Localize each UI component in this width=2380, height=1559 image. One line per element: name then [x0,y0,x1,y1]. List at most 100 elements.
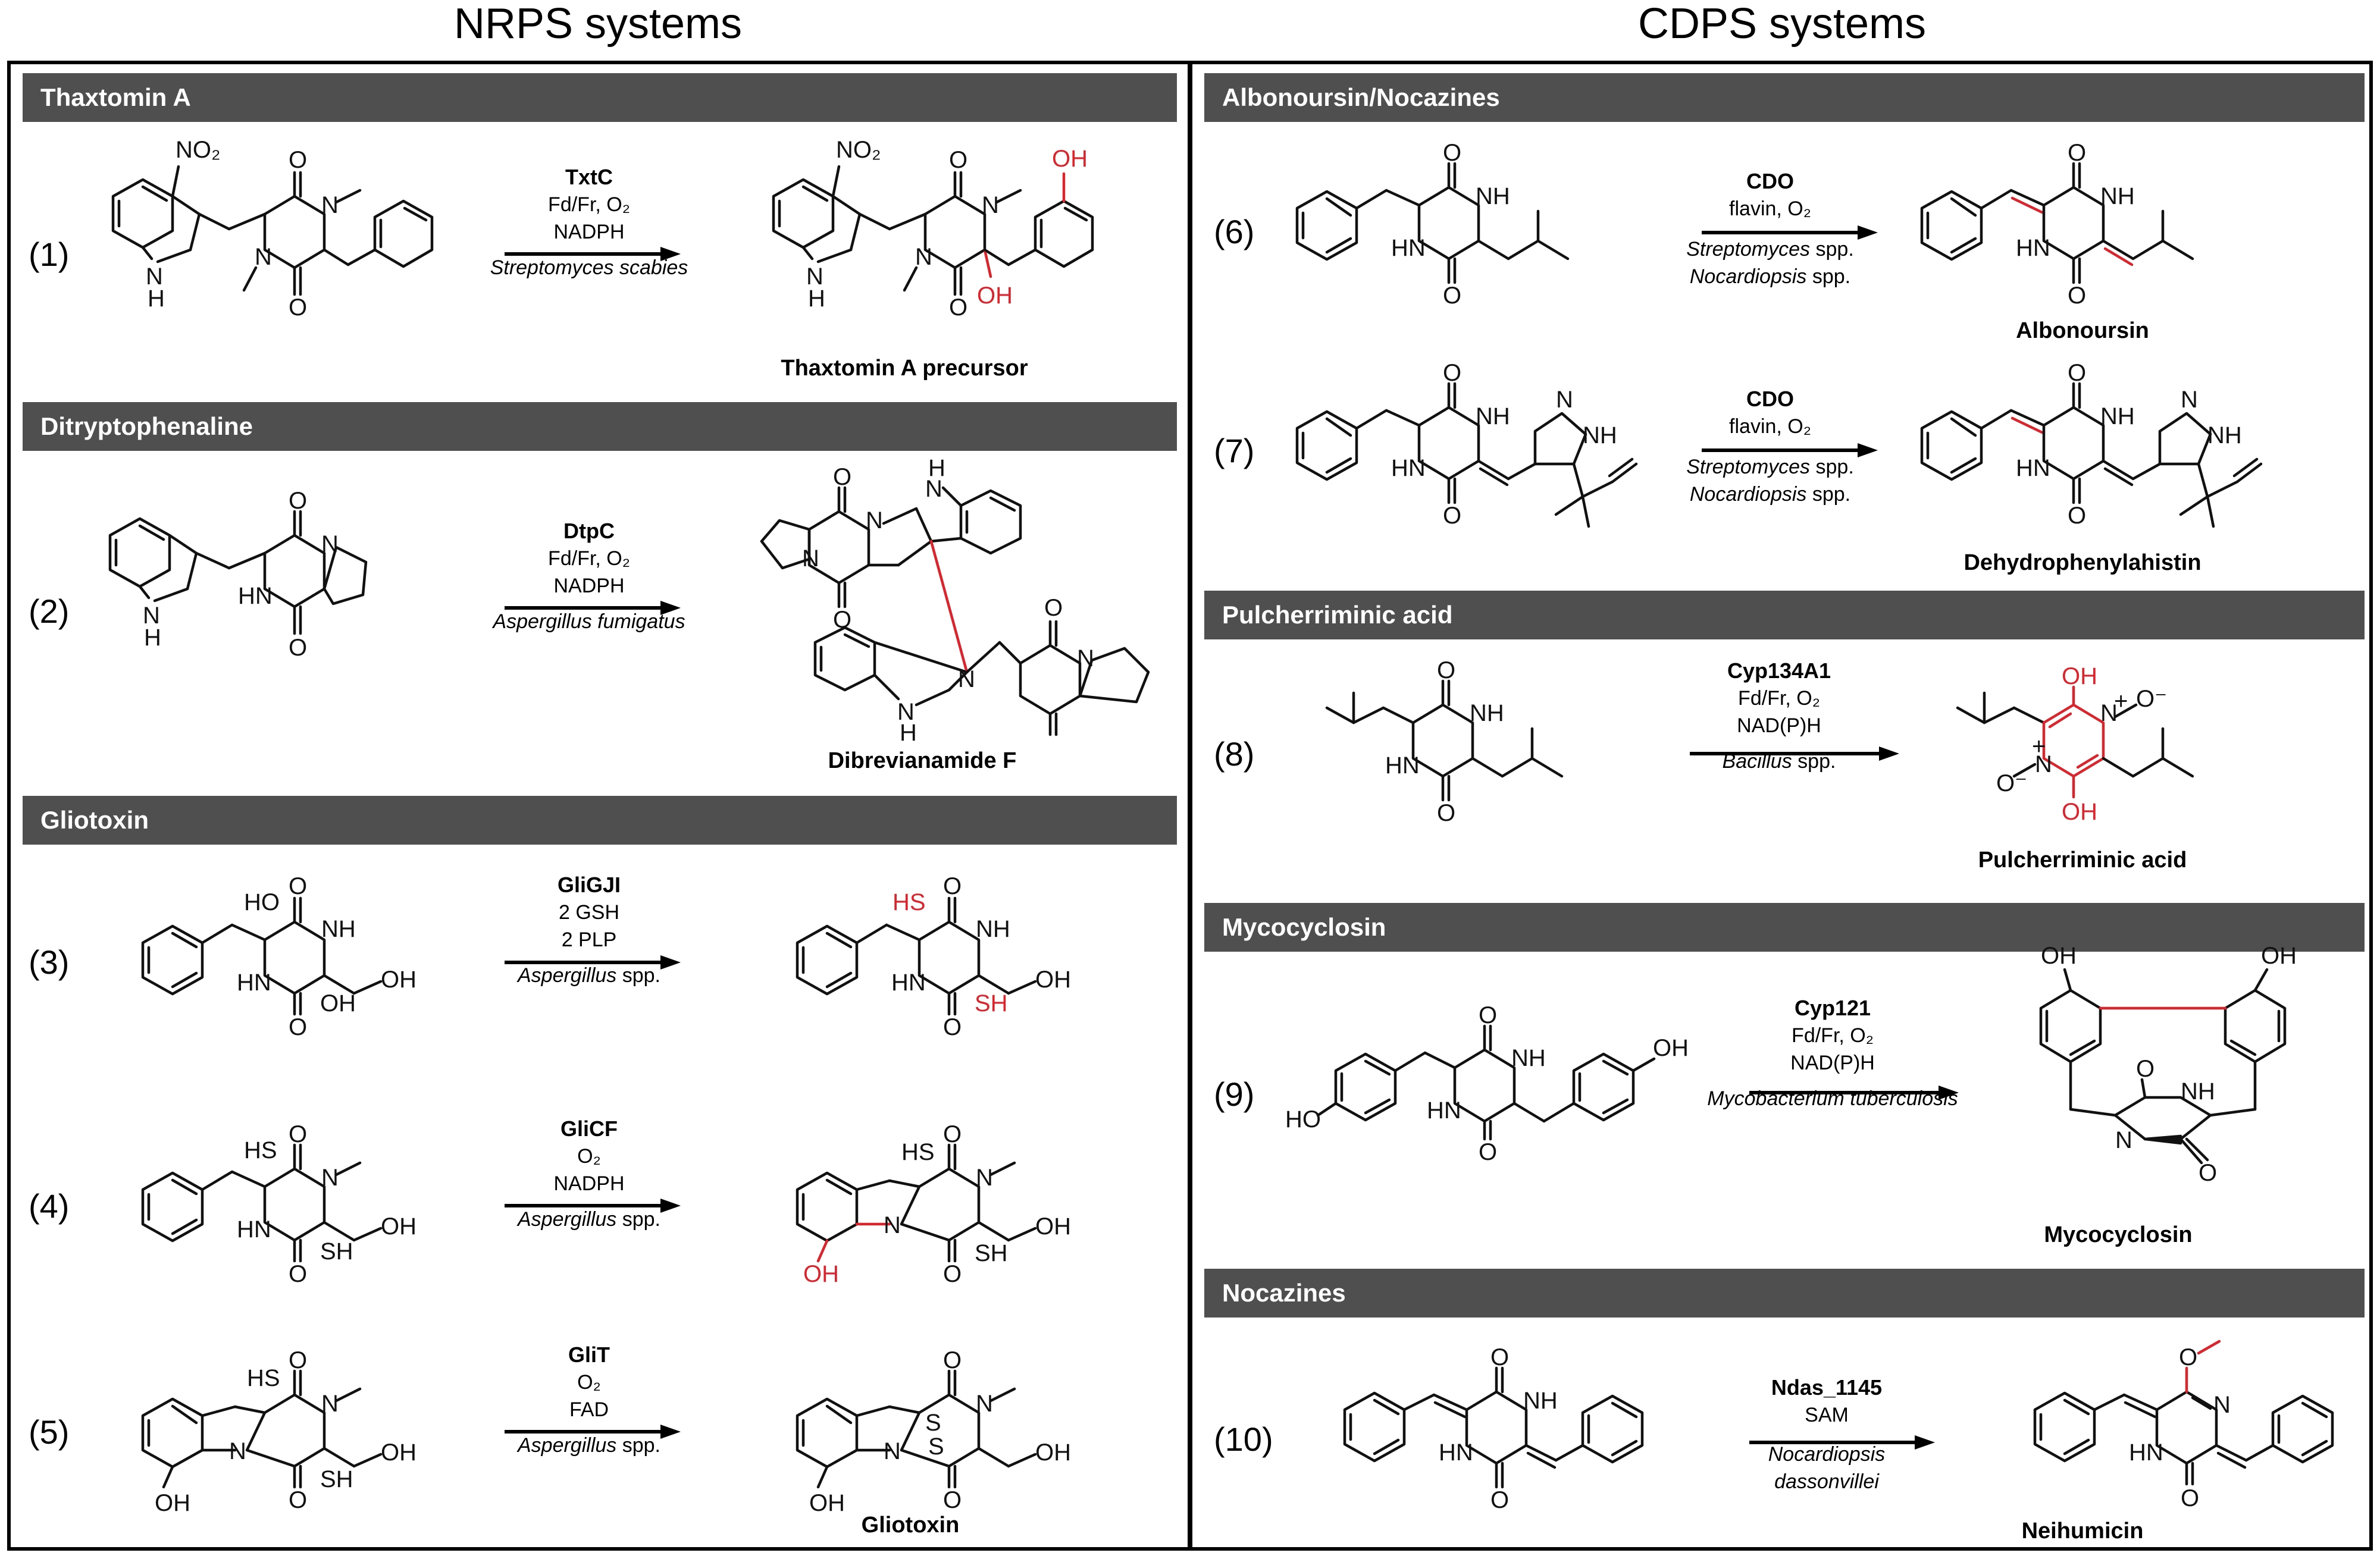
section-header-pulcherriminic: Pulcherriminic acid [1204,591,2365,639]
svg-text:O: O [1490,1487,1509,1513]
svg-text:N: N [976,1391,993,1417]
svg-text:N: N [321,531,339,557]
reaction-number: (6) [1214,213,1255,250]
svg-text:S: S [928,1433,944,1460]
reaction-number: (4) [29,1187,70,1225]
reaction-conditions: GliGJI 2 GSH 2 PLP Aspergillus spp. [494,871,684,989]
enzyme-label: Cyp134A1 [1727,658,1831,683]
svg-text:O: O [1437,800,1455,826]
product-label: Gliotoxin [861,1513,960,1538]
cofactor-label: NADPH [553,221,625,243]
svg-text:OH: OH [381,967,416,993]
svg-text:OH: OH [809,1490,845,1516]
structure-8-product: OH OH N+ O⁻ N+ O⁻ [1956,663,2194,825]
svg-text:N: N [915,244,932,270]
section-header-nocazines: Nocazines [1204,1269,2365,1318]
cofactor-label: Fd/Fr, O₂ [548,193,630,216]
svg-text:HN: HN [2016,455,2050,481]
section-header-mycocyclosin: Mycocyclosin [1204,903,2365,952]
organism-label: Nocardiopsis spp. [1689,483,1851,506]
svg-text:O: O [289,1014,307,1040]
svg-text:O: O [289,873,307,899]
svg-text:O: O [289,635,307,661]
reaction-arrow [505,955,681,970]
cofactor-label: flavin, O₂ [1729,415,1811,438]
structure-2-substrate: NH O O NHN [108,488,368,661]
reaction-conditions: GliT O₂ FAD Aspergillus spp. [494,1341,684,1459]
enzyme-label: TxtC [565,165,613,189]
svg-text:N: N [866,507,883,534]
svg-text:SH: SH [320,1466,353,1492]
svg-text:O: O [1044,595,1063,621]
reaction-conditions: DtpC Fd/Fr, O₂ NADPH Aspergillus fumigat… [485,517,693,635]
svg-text:OH: OH [2261,943,2297,969]
svg-text:HN: HN [1391,455,1426,481]
svg-text:O: O [1479,1002,1497,1028]
svg-text:NH: NH [2100,403,2135,429]
svg-text:N: N [2181,387,2198,413]
reaction-number: (5) [29,1413,70,1451]
reaction-number: (1) [29,236,70,273]
svg-text:O: O [289,1487,307,1513]
svg-text:O⁻: O⁻ [2136,686,2167,712]
svg-text:NH: NH [1523,1388,1558,1414]
svg-text:O: O [2068,503,2086,529]
svg-text:SH: SH [975,990,1008,1017]
svg-text:OH: OH [1052,146,1088,172]
svg-text:N: N [321,1165,339,1191]
structure-1-product: NO₂ NH O O N N OH OH [772,137,1094,321]
svg-text:NH: NH [2207,422,2242,448]
svg-text:OH: OH [1035,967,1071,993]
reaction-conditions: Cyp134A1 Fd/Fr, O₂ NAD(P)H Bacillus spp. [1684,657,1874,775]
svg-text:HN: HN [2129,1439,2163,1466]
reaction-arrow [505,601,681,615]
svg-text:HS: HS [901,1139,935,1165]
svg-text:N: N [802,545,819,572]
cofactor-label: flavin, O₂ [1729,197,1811,220]
svg-text:NH: NH [1476,183,1510,209]
product-label: Pulcherriminic acid [1978,848,2187,873]
enzyme-label: CDO [1746,387,1794,411]
reaction-arrow [1702,443,1878,457]
svg-text:NH: NH [1511,1045,1546,1071]
product-label: Dibrevianamide F [828,748,1017,773]
svg-text:O: O [833,464,851,490]
svg-text:HN: HN [238,583,273,609]
svg-text:O: O [943,873,962,899]
reaction-arrow [505,247,681,261]
section-header-albonoursin: Albonoursin/Nocazines [1204,73,2365,122]
enzyme-label: Ndas_1145 [1771,1375,1883,1400]
svg-text:O: O [943,1487,962,1513]
svg-text:N: N [321,1391,339,1417]
svg-text:OH: OH [381,1439,416,1466]
svg-text:O: O [943,1347,962,1373]
svg-text:O: O [1490,1344,1509,1370]
svg-text:O: O [289,294,307,321]
enzyme-label: DtpC [563,519,615,543]
svg-text:O: O [2068,140,2086,166]
product-label: Albonoursin [2016,318,2149,343]
svg-text:O: O [949,147,967,173]
svg-text:O: O [2068,360,2086,386]
svg-text:N: N [2213,1392,2231,1418]
svg-text:O: O [1443,360,1461,386]
svg-text:OH: OH [2062,663,2097,689]
svg-text:HN: HN [1427,1097,1461,1124]
reaction-conditions: CDO flavin, O₂ Streptomyces spp. Nocardi… [1675,385,1865,508]
cofactor-label: FAD [569,1398,609,1421]
cdps-panel: Albonoursin/Nocazines Pulcherriminic aci… [1189,61,2373,1551]
enzyme-label: GliT [568,1342,610,1367]
svg-text:O: O [2199,1160,2217,1186]
svg-text:S: S [925,1410,941,1436]
cofactor-label: Fd/Fr, O₂ [1792,1024,1874,1047]
svg-text:N: N [1077,645,1094,672]
svg-text:O: O [2179,1344,2197,1370]
product-label: Thaxtomin A precursor [781,356,1028,381]
reaction-number: (2) [29,592,70,630]
organism-label: Streptomyces spp. [1686,238,1854,261]
svg-text:OH: OH [155,1490,190,1516]
